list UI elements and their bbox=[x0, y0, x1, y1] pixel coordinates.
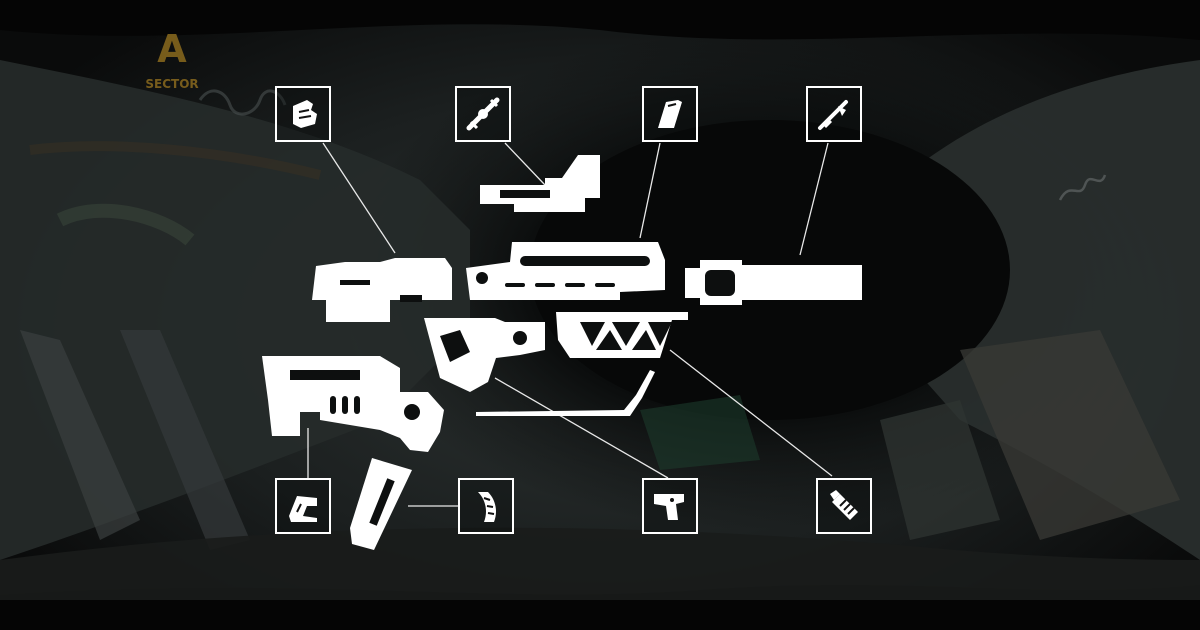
magazine-icon bbox=[478, 492, 496, 522]
charging-handle-icon bbox=[293, 100, 317, 128]
wall-sign-text: SECTOR bbox=[145, 77, 198, 91]
slot-scope[interactable] bbox=[455, 86, 511, 142]
slot-magazine[interactable] bbox=[458, 478, 514, 534]
handguard-icon bbox=[658, 100, 682, 128]
slot-charging-handle[interactable] bbox=[275, 86, 331, 142]
rifle-barrel-icon bbox=[818, 100, 848, 130]
slot-pistol-grip[interactable] bbox=[642, 478, 698, 534]
stock-icon bbox=[289, 496, 317, 522]
scope-icon bbox=[466, 97, 500, 131]
foregrip-icon bbox=[830, 490, 858, 520]
slot-foregrip[interactable] bbox=[816, 478, 872, 534]
slot-handguard[interactable] bbox=[642, 86, 698, 142]
wall-sign-letter: A bbox=[157, 27, 187, 71]
slot-stock[interactable] bbox=[275, 478, 331, 534]
pistol-grip-icon bbox=[654, 494, 684, 520]
slot-barrel[interactable] bbox=[806, 86, 862, 142]
